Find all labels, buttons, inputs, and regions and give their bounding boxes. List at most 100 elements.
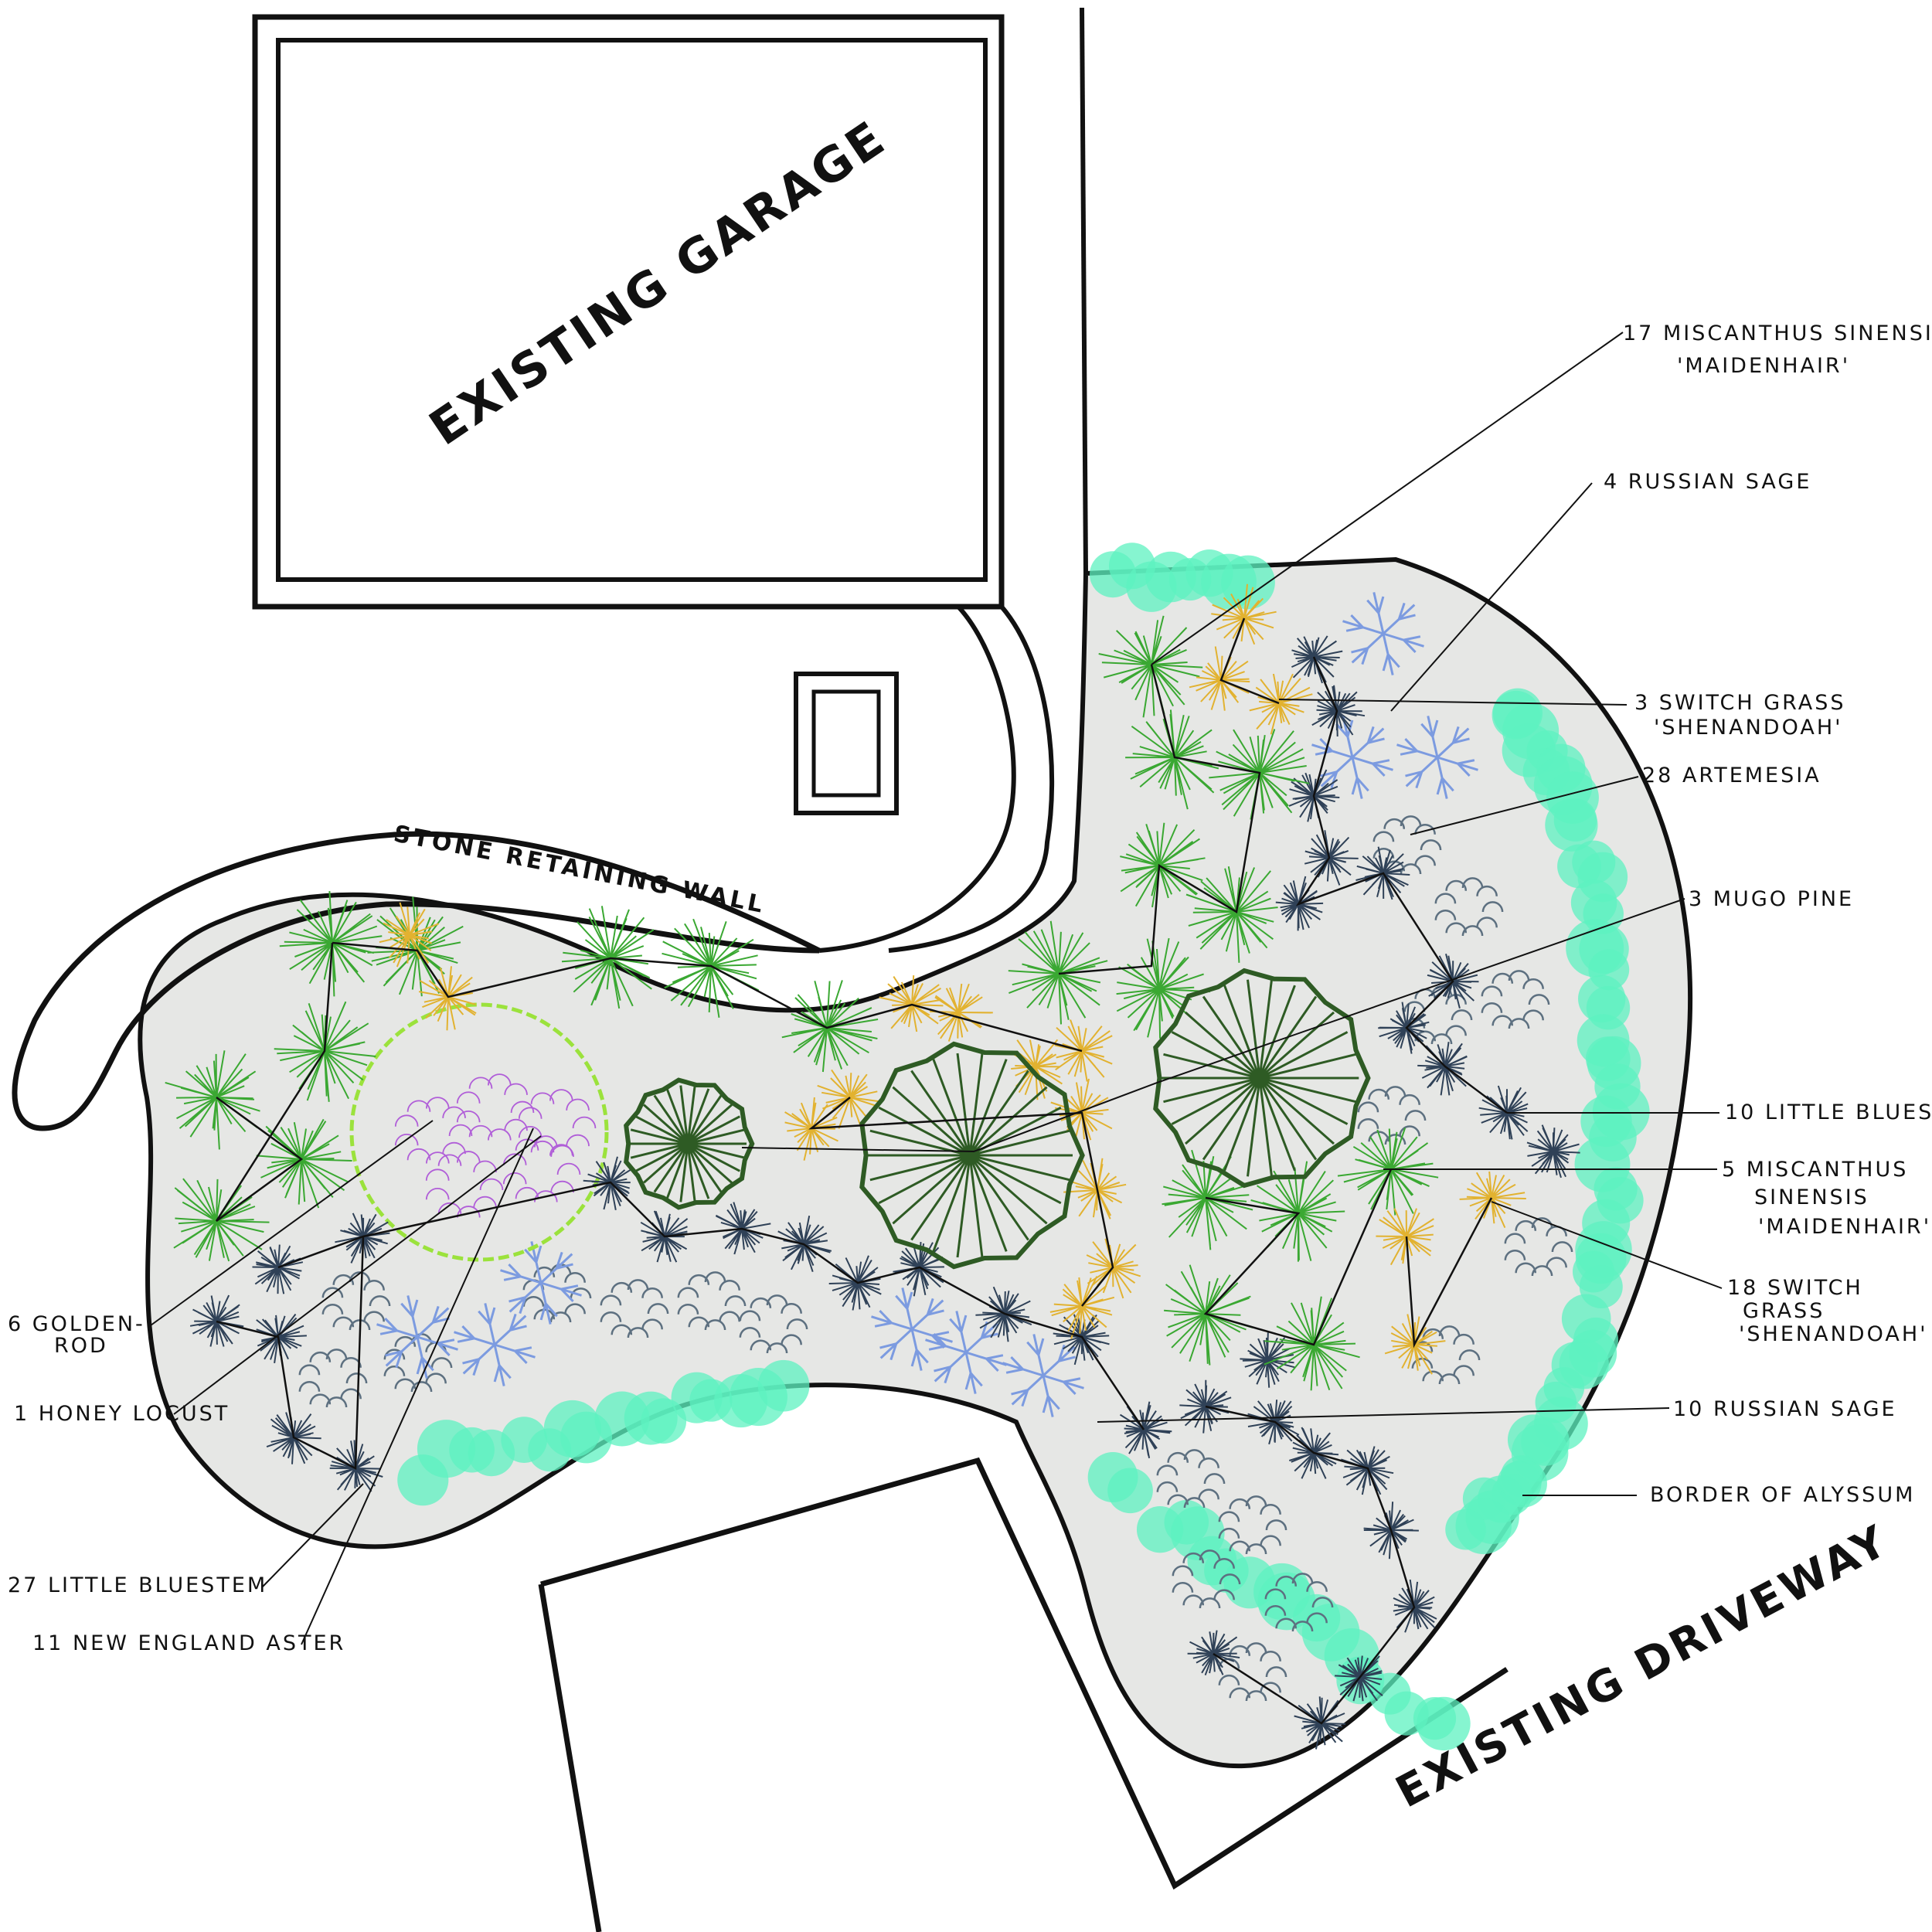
russian-sage-group	[376, 592, 1478, 1417]
leader-aster-11	[301, 1128, 534, 1645]
callout-line: 'SHENANDOAH'	[1739, 1322, 1928, 1346]
russian-sage-plant	[1311, 716, 1393, 799]
little-bluestem-group	[189, 635, 1580, 1750]
honey-locust-canopy	[349, 1002, 609, 1262]
leader-switch-grass-3	[1278, 699, 1628, 706]
alyssum-clump	[1545, 798, 1598, 852]
leader-switch-grass-18	[1491, 1201, 1723, 1289]
callout-line: ROD	[54, 1334, 108, 1358]
artemesia-plant	[739, 1294, 808, 1354]
little-bluestem-plant	[1417, 1042, 1468, 1096]
alyssum-clump	[757, 1359, 810, 1412]
russian-sage-plant	[1396, 716, 1478, 799]
callout-russian-sage-10: 10 RUSSIAN SAGE	[1673, 1397, 1897, 1421]
artemesia-plant	[1172, 1549, 1241, 1609]
little-bluestem-plant	[1478, 1085, 1529, 1140]
leader-mugo-pine-3	[741, 898, 1685, 1153]
switch-grass-plant	[418, 966, 477, 1031]
leader-miscanthus-17	[1151, 332, 1624, 665]
utility-pad	[794, 672, 899, 815]
callout-miscanthus-17: 17 MISCANTHUS SINENSIS 'MAIDENHAIR'	[1623, 321, 1932, 378]
callout-line: 3 SWITCH GRASS	[1634, 691, 1846, 715]
drift-line	[1203, 1168, 1393, 1346]
utility-pad-outer	[794, 672, 899, 815]
russian-sage-plant	[454, 1303, 536, 1386]
callout-russian-sage-4: 4 RUSSIAN SAGE	[1604, 470, 1811, 494]
garage-inner-wall	[276, 38, 988, 582]
drift-line	[808, 1097, 1114, 1307]
little-bluestem-plant	[1355, 846, 1410, 900]
new-england-aster-group	[349, 1002, 609, 1262]
callout-line: GRASS	[1743, 1299, 1825, 1323]
little-bluestem-plant	[1291, 635, 1343, 684]
callout-line: 'MAIDENHAIR'	[1677, 354, 1850, 378]
little-bluestem-plant	[777, 1216, 832, 1273]
little-bluestem-plant	[252, 1244, 304, 1294]
miscanthus-group	[165, 615, 1439, 1391]
russian-sage-plant	[1002, 1334, 1084, 1417]
aster-plant	[456, 1073, 535, 1141]
drift-line	[1219, 617, 1280, 705]
switch-grass-plant	[1384, 1314, 1446, 1375]
russian-sage-plant	[1342, 592, 1424, 675]
miscanthus-plant	[781, 980, 879, 1073]
artemesia-plant	[600, 1279, 669, 1338]
callout-alyssum: BORDER OF ALYSSUM	[1650, 1483, 1915, 1507]
stone-retaining-wall	[12, 831, 821, 1131]
artemesia-plant	[298, 1349, 368, 1408]
garage-side-line	[1080, 7, 1088, 574]
russian-sage-plant	[871, 1287, 953, 1371]
callout-goldenrod-6: 6 GOLDEN-ROD	[8, 1312, 145, 1358]
drift-line	[1405, 1197, 1493, 1349]
callout-switch-grass-3: 3 SWITCH GRASS'SHENANDOAH'	[1634, 691, 1846, 740]
miscanthus-plant	[1008, 920, 1108, 1025]
artemesia-plant	[1156, 1449, 1226, 1509]
callout-line: 6 GOLDEN-	[8, 1312, 145, 1336]
artemesia-plant	[1372, 815, 1442, 875]
artemesia-group	[298, 815, 1573, 1702]
drift-line	[332, 941, 1083, 1053]
miscanthus-plant	[256, 1118, 352, 1209]
miscanthus-plant	[1185, 866, 1278, 963]
russian-sage-plant	[500, 1241, 582, 1325]
little-bluestem-plant	[1288, 1427, 1339, 1479]
switch-grass-plant	[817, 1069, 880, 1129]
little-bluestem-plant	[329, 1440, 383, 1492]
callout-leaders	[150, 332, 1723, 1645]
miscanthus-plant	[1264, 1296, 1360, 1391]
garage-outer-wall	[252, 14, 1005, 610]
drift-line	[1058, 664, 1261, 975]
little-bluestem-plant	[266, 1412, 321, 1464]
callout-line: 'SHENANDOAH'	[1654, 716, 1843, 740]
alyssum-clump	[1445, 1509, 1486, 1550]
callout-line: 17 MISCANTHUS SINENSIS	[1623, 321, 1932, 345]
little-bluestem-plant	[640, 1210, 689, 1263]
little-bluestem-plant	[828, 1255, 882, 1311]
switch-grass-plant	[1376, 1208, 1434, 1266]
switch-grass-plant	[1211, 583, 1277, 648]
callout-little-bluestem-27: 27 LITTLE BLUESTEM	[8, 1573, 267, 1597]
russian-sage-plant	[925, 1311, 1007, 1394]
miscanthus-plant	[662, 918, 760, 1018]
walkway-curve	[818, 604, 1016, 953]
leader-honey-locust-1	[173, 1135, 542, 1415]
artemesia-plant	[677, 1271, 747, 1331]
callout-mugo-pine-3: 3 MUGO PINE	[1689, 887, 1854, 911]
switch-grass-plant	[879, 975, 944, 1032]
existing-garage: EXISTING GARAGE	[252, 14, 1005, 610]
artemesia-plant	[1218, 1495, 1287, 1555]
miscanthus-plant	[279, 891, 383, 997]
mugo-pine-plant	[859, 1041, 1085, 1270]
leader-russian-sage-4	[1390, 482, 1593, 712]
callout-line: SINENSIS	[1754, 1185, 1869, 1209]
utility-pad-inner	[811, 689, 881, 798]
little-bluestem-plant	[1427, 954, 1479, 1009]
miscanthus-plant	[1209, 729, 1310, 820]
drift-line	[1205, 1405, 1416, 1725]
callout-artemesia-28: 28 ARTEMESIA	[1642, 764, 1821, 787]
aster-plant	[425, 1151, 504, 1218]
callout-line: 18 SWITCH	[1727, 1276, 1863, 1300]
drift-line	[1295, 656, 1508, 1114]
